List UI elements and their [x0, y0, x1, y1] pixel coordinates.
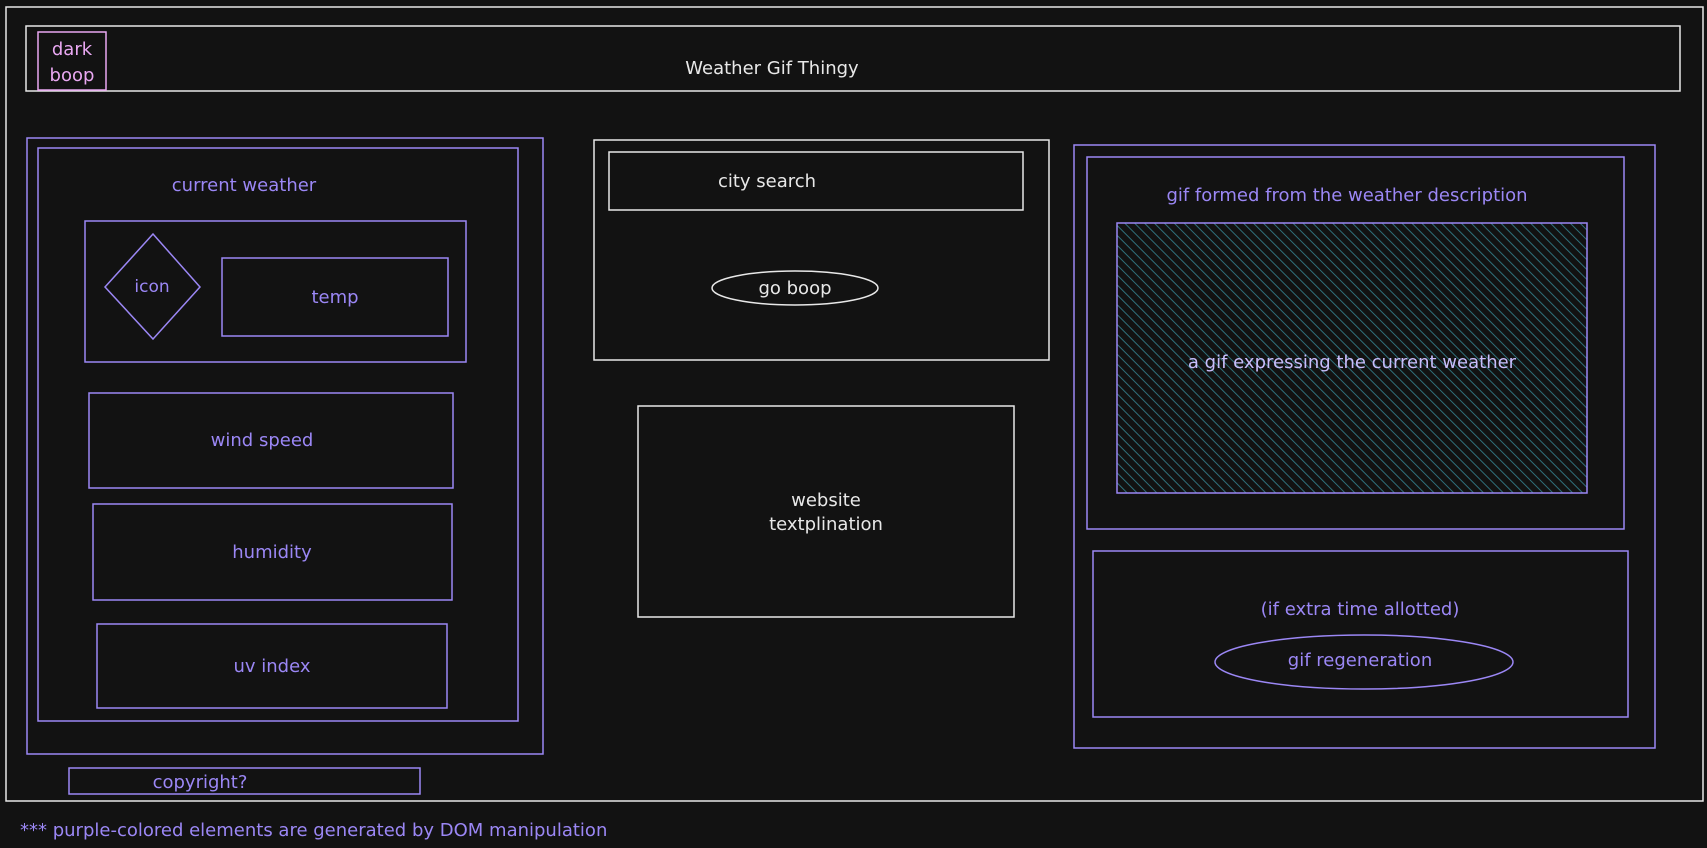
temp-label: temp — [311, 287, 358, 308]
search-panel-box — [593, 139, 1050, 361]
wind-speed-label: wind speed — [211, 430, 314, 451]
dark-mode-toggle-line-1[interactable]: dark — [52, 39, 93, 60]
dark-mode-toggle-line-2[interactable]: boop — [50, 65, 95, 86]
copyright-text: copyright? — [153, 772, 248, 793]
legend-note: *** purple-colored elements are generate… — [20, 820, 607, 841]
gif-regeneration-button-label[interactable]: gif regeneration — [1288, 650, 1432, 671]
wind-speed-box — [88, 392, 454, 489]
page-title: Weather Gif Thingy — [685, 58, 859, 79]
explanation-line-1: website — [791, 490, 861, 511]
explanation-panel: website textplination — [637, 405, 1015, 618]
city-search-input[interactable] — [608, 151, 1024, 211]
weather-icon — [103, 232, 202, 341]
header-box — [25, 25, 1681, 92]
current-weather-panel: current weather icon temp wind speed hum… — [26, 137, 544, 755]
search-panel: city search go boop — [593, 139, 1050, 361]
dark-mode-toggle[interactable]: dark boop — [37, 31, 107, 91]
header: dark boop Weather Gif Thingy — [25, 25, 1681, 92]
explanation-box — [637, 405, 1015, 618]
go-boop-button[interactable] — [711, 270, 879, 306]
gif-panel: gif formed from the weather description … — [1073, 144, 1656, 749]
gif-regeneration-box — [1092, 550, 1629, 718]
humidity-label: humidity — [232, 542, 312, 563]
uv-index-box — [96, 623, 448, 709]
humidity-box — [92, 503, 453, 601]
gif-regeneration-button[interactable] — [1214, 634, 1514, 690]
current-weather-heading: current weather — [172, 175, 317, 196]
icon-temp-group-box — [84, 220, 467, 363]
gif-panel-outer-box — [1073, 144, 1656, 749]
gif-display — [1116, 222, 1588, 494]
go-boop-button-label[interactable]: go boop — [758, 278, 831, 299]
page-frame — [5, 6, 1704, 802]
explanation-line-2: textplination — [769, 514, 883, 535]
current-weather-outer-box — [26, 137, 544, 755]
dark-mode-toggle-box[interactable] — [37, 31, 107, 91]
uv-index-label: uv index — [233, 656, 310, 677]
extra-time-note: (if extra time allotted) — [1261, 599, 1460, 620]
gif-inner-box — [1086, 156, 1625, 530]
weather-icon-label: icon — [134, 277, 169, 297]
temp-box — [221, 257, 449, 337]
copyright-box — [68, 767, 421, 795]
city-search-placeholder[interactable]: city search — [718, 171, 816, 192]
copyright-footer: copyright? — [68, 767, 421, 795]
gif-display-label: a gif expressing the current weather — [1188, 352, 1517, 373]
current-weather-inner-box — [37, 147, 519, 722]
gif-heading: gif formed from the weather description — [1166, 185, 1527, 206]
